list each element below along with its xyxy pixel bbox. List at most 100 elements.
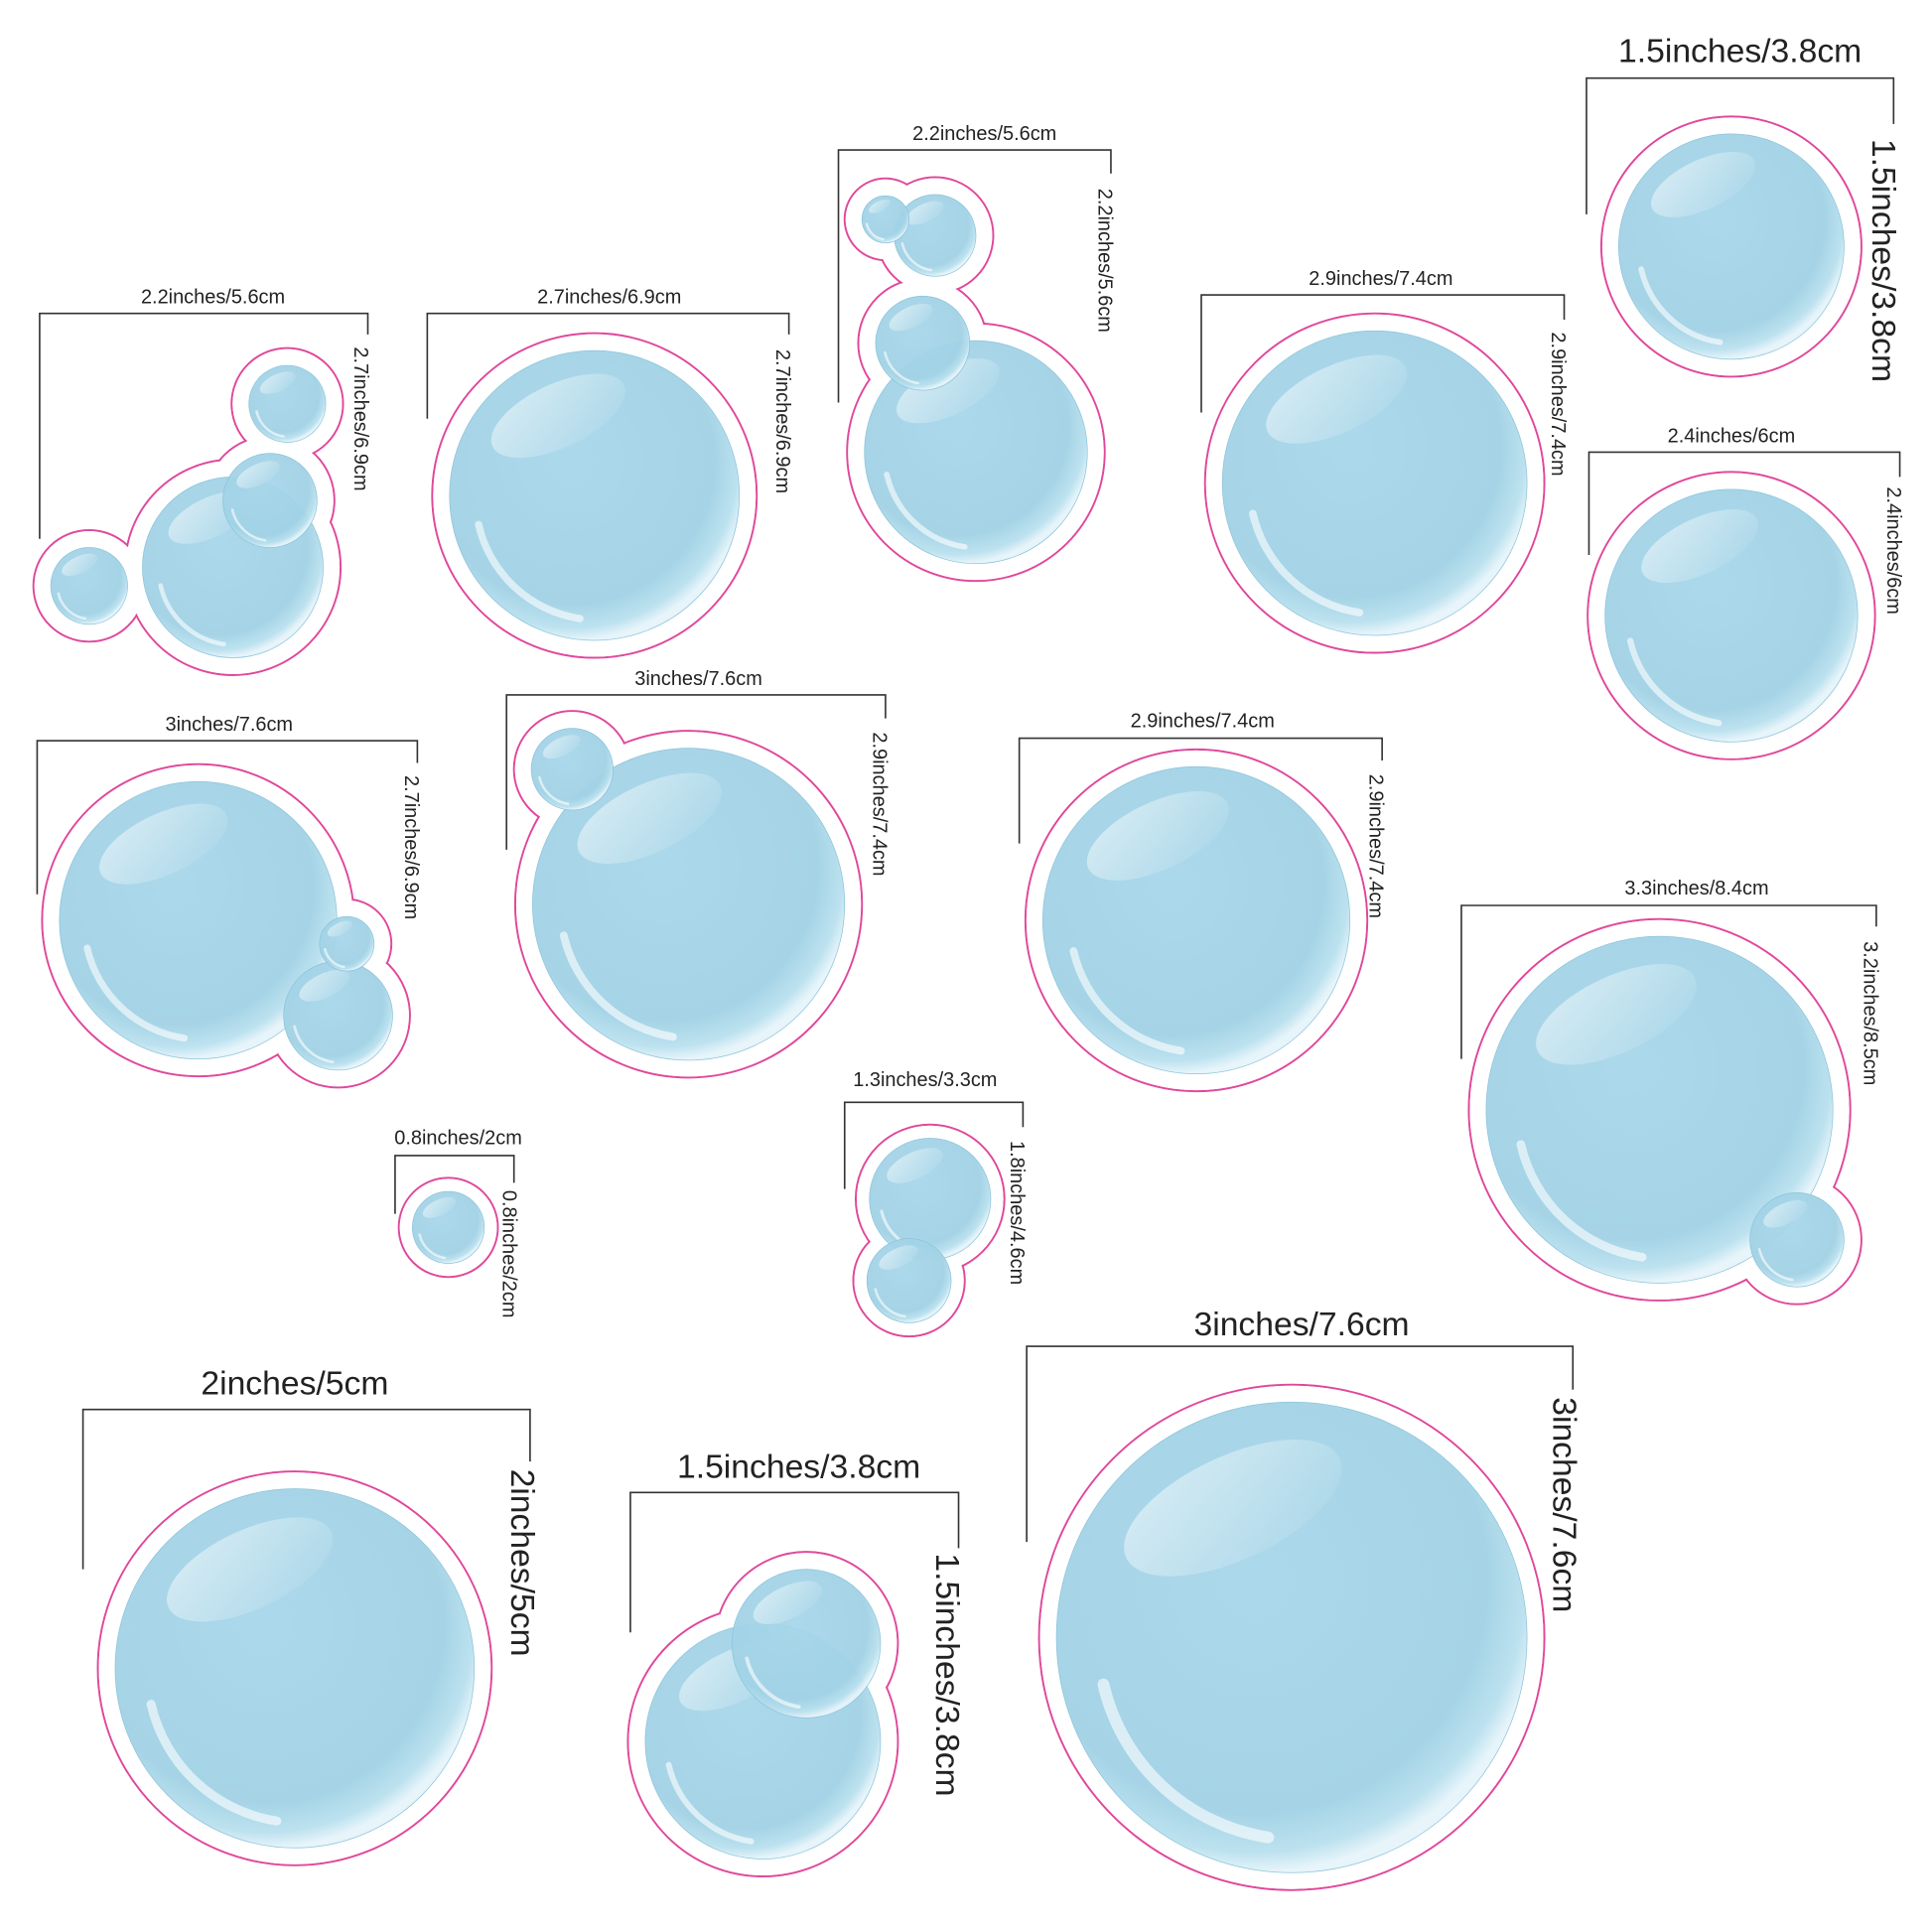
bubble-reflection — [146, 1700, 282, 1826]
height-label: 2.7inches/6.9cm — [349, 346, 371, 490]
width-label: 2.2inches/5.6cm — [912, 123, 1056, 145]
dimension-bracket — [1460, 904, 1877, 1059]
bubble-reflection — [1516, 1140, 1647, 1262]
bubble-reflection — [884, 472, 968, 550]
height-label: 3.2inches/8.5cm — [1859, 941, 1880, 1085]
bubble-reflection — [57, 592, 87, 621]
height-label: 0.8inches/2cm — [497, 1190, 519, 1318]
bubble-reflection — [1638, 266, 1724, 345]
width-label: 2.2inches/5.6cm — [141, 287, 285, 309]
height-label: 2inches/5cm — [503, 1469, 540, 1657]
bubble-reflection — [418, 1233, 447, 1260]
bubble-reflection — [158, 583, 226, 647]
bubble-highlight — [753, 1581, 822, 1625]
width-label: 2inches/5cm — [201, 1366, 388, 1403]
bubble-reflection — [1249, 509, 1364, 617]
dimension-bracket — [1018, 737, 1383, 844]
cut-outline — [1587, 471, 1876, 760]
bubble-reflection — [324, 947, 345, 969]
dimension-bracket — [505, 694, 887, 850]
bubble-highlight — [542, 735, 582, 759]
height-label: 2.7inches/6.9cm — [771, 349, 793, 493]
bubble-sticker: 2.2inches/5.6cm 2.7inches/6.9cm — [32, 287, 371, 676]
bubble-reflection — [865, 222, 885, 241]
bubble-sticker: 1.5inches/3.8cm 1.5inches/3.8cm — [626, 1448, 965, 1877]
bubble-highlight — [490, 373, 625, 459]
bubble-highlight — [905, 201, 944, 225]
bubble-highlight — [99, 803, 228, 885]
bubble-highlight — [1651, 151, 1756, 217]
bubble-highlight — [259, 371, 296, 394]
bubble-reflection — [884, 350, 919, 385]
bubble-highlight — [1641, 509, 1758, 584]
dimension-bracket — [81, 1408, 531, 1570]
bubble-sticker: 3inches/7.6cm 2.9inches/7.4cm — [505, 668, 890, 1079]
height-label: 1.5inches/3.8cm — [928, 1553, 965, 1796]
bubble-highlight — [1536, 964, 1697, 1065]
width-label: 0.8inches/2cm — [394, 1128, 522, 1150]
dimension-bracket — [1586, 76, 1895, 214]
height-label: 2.9inches/7.4cm — [868, 732, 890, 876]
width-label: 2.7inches/6.9cm — [537, 287, 681, 309]
bubble-reflection — [1626, 637, 1723, 727]
dimension-bracket — [36, 740, 419, 895]
bubble-highlight — [1763, 1199, 1808, 1228]
height-label: 2.9inches/7.4cm — [1365, 774, 1387, 918]
bubble-reflection — [1069, 947, 1185, 1055]
cut-outline — [1467, 917, 1852, 1302]
cut-outline — [1037, 1383, 1546, 1891]
height-label: 2.2inches/5.6cm — [1093, 189, 1115, 333]
width-label: 2.9inches/7.4cm — [1131, 710, 1275, 732]
dimension-bracket — [843, 1101, 1025, 1189]
bubble-highlight — [896, 358, 1000, 424]
dimension-bracket — [426, 312, 790, 419]
width-label: 3inches/7.6cm — [165, 714, 293, 736]
width-label: 2.9inches/7.4cm — [1309, 268, 1452, 290]
bubble-reflection — [475, 520, 584, 622]
bubble-highlight — [62, 553, 98, 577]
dimension-bracket — [1587, 451, 1901, 555]
bubble-highlight — [879, 1245, 918, 1270]
bubble-highlight — [1266, 354, 1408, 444]
bubble-reflection — [559, 931, 677, 1041]
height-label: 2.9inches/7.4cm — [1547, 332, 1569, 476]
bubble-reflection — [1097, 1678, 1275, 1844]
cut-outline — [96, 1470, 493, 1866]
cut-outline — [513, 730, 864, 1079]
bubble-highlight — [1086, 790, 1229, 881]
bubble-highlight — [869, 199, 891, 213]
dimension-bracket — [1026, 1345, 1575, 1543]
width-label: 1.5inches/3.8cm — [1618, 33, 1862, 69]
cut-outline — [1024, 748, 1369, 1093]
width-label: 1.3inches/3.3cm — [853, 1069, 997, 1091]
bubble-highlight — [299, 969, 350, 1002]
height-label: 2.4inches/6cm — [1882, 486, 1904, 615]
dimension-bracket — [629, 1491, 960, 1633]
bubble-sticker: 2.7inches/6.9cm 2.7inches/6.9cm — [426, 287, 793, 659]
cut-outline — [431, 332, 759, 659]
dimension-bracket — [837, 149, 1112, 403]
cut-outline — [1203, 312, 1546, 654]
width-label: 3inches/7.6cm — [634, 668, 762, 690]
bubble-sticker: 2inches/5cm 2inches/5cm — [81, 1366, 540, 1866]
dimension-bracket — [394, 1155, 515, 1214]
bubble-sticker: 2.9inches/7.4cm 2.9inches/7.4cm — [1200, 268, 1569, 654]
bubble-reflection — [900, 242, 932, 272]
dimension-bracket — [1200, 294, 1566, 413]
bubble-reflection — [874, 1288, 906, 1318]
dimension-bracket — [39, 312, 369, 539]
width-label: 3inches/7.6cm — [1194, 1307, 1410, 1343]
bubble-highlight — [1124, 1440, 1342, 1577]
bubble-sticker: 2.2inches/5.6cm 2.2inches/5.6cm — [837, 123, 1115, 583]
bubble-highlight — [422, 1196, 457, 1218]
bubble-sticker: 1.5inches/3.8cm 1.5inches/3.8cm — [1586, 33, 1901, 382]
width-label: 1.5inches/3.8cm — [677, 1448, 920, 1485]
bubble-reflection — [745, 1656, 801, 1709]
height-label: 1.5inches/3.8cm — [1864, 139, 1901, 382]
bubble-sticker: 2.9inches/7.4cm 2.9inches/7.4cm — [1018, 710, 1387, 1093]
bubble-reflection — [293, 1025, 335, 1064]
